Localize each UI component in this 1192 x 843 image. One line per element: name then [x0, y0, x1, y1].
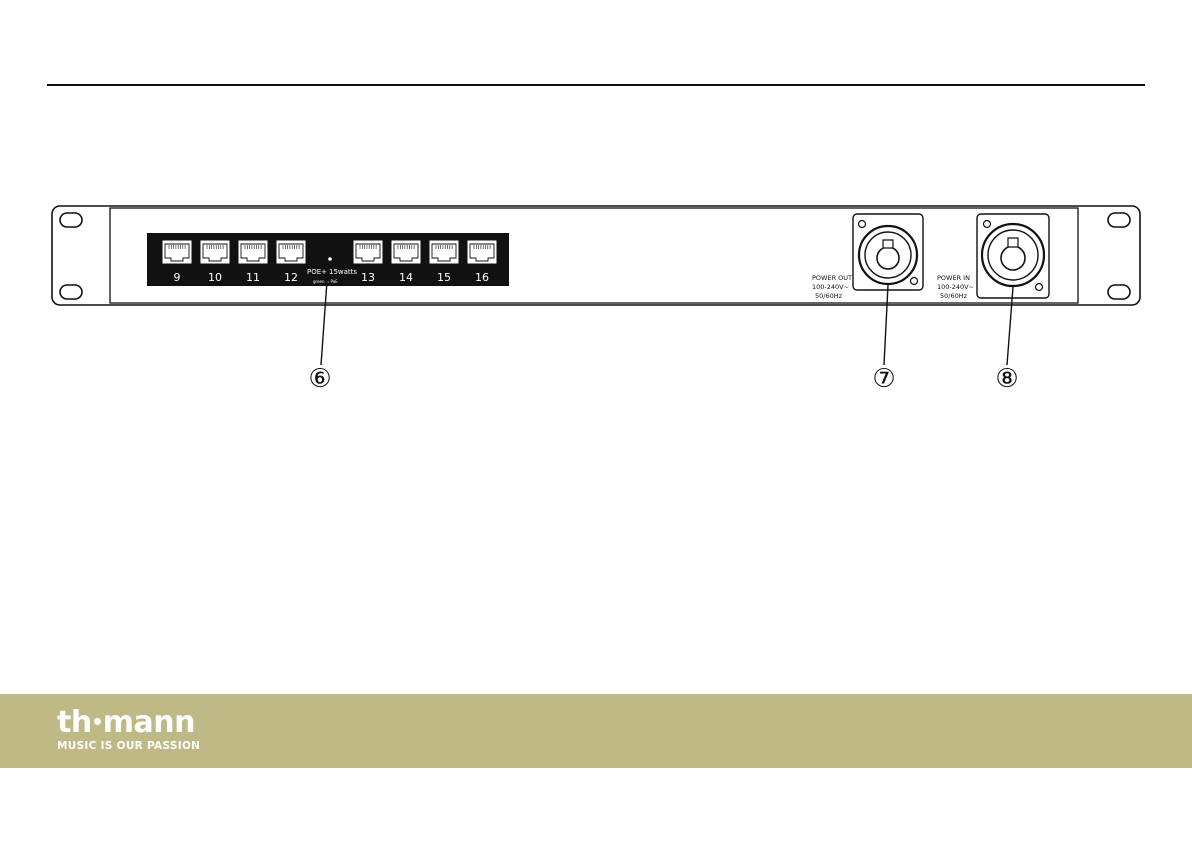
port-number-label: 13: [361, 271, 375, 284]
logo-right: mann: [103, 705, 195, 740]
port-number-label: 15: [437, 271, 451, 284]
power-in-label-2: 100-240V~: [937, 283, 974, 291]
port-number-label: 14: [399, 271, 413, 284]
logo-left: th: [57, 705, 92, 740]
power-in-label-1: POWER IN: [937, 274, 970, 282]
power-out-label-2: 100-240V~: [812, 283, 849, 291]
port-number-label: 16: [475, 271, 489, 284]
logo-tagline: MUSIC IS OUR PASSION: [57, 740, 200, 752]
power-out-label-1: POWER OUT: [812, 274, 852, 282]
power-out-key: [883, 240, 893, 248]
port-number-label: 10: [208, 271, 222, 284]
status-led: [328, 257, 332, 261]
port-number-label: 12: [284, 271, 298, 284]
callout-6: ⑥: [308, 364, 331, 394]
callout-7: ⑦: [872, 364, 895, 394]
power-in-key: [1008, 238, 1018, 247]
logo-dot-icon: [94, 718, 101, 725]
port-number-label: 9: [174, 271, 181, 284]
watts-label: 15watts: [329, 268, 357, 276]
poe-small-label: green = PoE: [313, 279, 338, 284]
poe-label: POE+: [307, 268, 327, 276]
power-out-label-3: 50/60Hz: [815, 292, 843, 300]
port-number-label: 11: [246, 271, 260, 284]
power-in-label-3: 50/60Hz: [940, 292, 968, 300]
callout-8: ⑧: [995, 364, 1018, 394]
